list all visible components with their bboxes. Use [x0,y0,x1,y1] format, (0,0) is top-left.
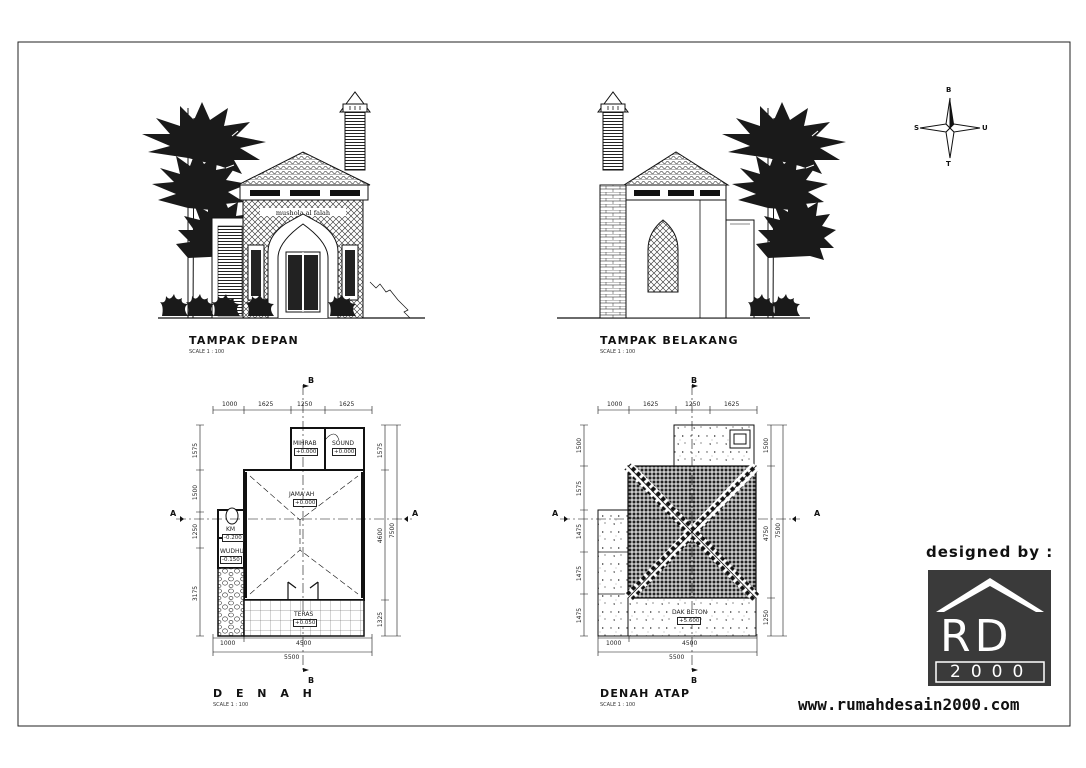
plan-dim-top: 1625 [339,401,355,408]
roof-dim-right-total: 7500 [775,522,783,539]
room-label: MIHRAB [293,440,317,447]
floor-plan [176,384,412,672]
plan-dim-right: 1575 [377,442,385,459]
floor-plan-scale: SCALE 1 : 100 [213,702,249,708]
roof-dim-left: 1475 [576,523,584,540]
logo-year: 2000 [950,662,1034,682]
plan-dim-right: 1325 [377,611,385,628]
roof-dim-total: 5500 [669,654,685,661]
roof-dim-right: 4750 [763,525,771,542]
plan-dim-bottom: 1000 [220,640,236,647]
plan-dim-left: 3175 [192,585,200,602]
back-elevation-title: TAMPAK BELAKANG [600,334,739,347]
plan-section-b-top: B [308,376,315,385]
room-elevation: -0.200 [222,534,244,542]
roof-dim-left: 1475 [576,607,584,624]
roof-label: DAK BETON [672,609,708,616]
front-elevation: mushola al falah [139,91,425,319]
plan-dim-top: 1250 [297,401,313,408]
room-label: JAMA'AH [289,491,315,498]
compass-north-label: B [946,86,952,94]
roof-dim-left: 1500 [576,437,584,454]
room-label: TERAS [294,611,314,618]
plan-dim-top: 1625 [258,401,274,408]
compass-south-label: T [946,160,951,168]
roof-plan-scale: SCALE 1 : 100 [600,702,636,708]
plan-dim-left: 1250 [192,523,200,540]
roof-dim-top: 1000 [607,401,623,408]
room-elevation: +0.050 [293,619,318,627]
designed-by-label: designed by : [926,543,1054,561]
roof-section-a-left: A [552,509,559,518]
room-label: WUDHU [220,548,244,555]
room-elevation: +0.000 [294,448,319,456]
room-elevation: +0.000 [293,499,318,507]
roof-dim-top: 1250 [685,401,701,408]
website-url[interactable]: www.rumahdesain2000.com [798,695,1020,714]
front-elevation-scale: SCALE 1 : 100 [189,349,225,355]
logo-letters: RD [940,611,1013,662]
back-elevation-scale: SCALE 1 : 100 [600,349,636,355]
roof-plan [560,384,800,672]
roof-section-b-bottom: B [691,676,698,685]
roof-dim-bottom: 1000 [606,640,622,647]
floor-plan-title: D E N A H [213,687,317,700]
compass-west-label: S [914,124,920,132]
roof-dim-left: 1475 [576,565,584,582]
plan-dim-right-total: 7500 [389,522,397,539]
plan-dim-left: 1575 [192,442,200,459]
room-label: KM [226,526,236,533]
roof-plan-title: DENAH ATAP [600,687,691,700]
back-elevation [557,91,847,319]
roof-elevation: +5.600 [677,617,702,625]
facade-lettering: mushola al falah [276,209,330,217]
plan-dim-left: 1500 [192,484,200,501]
room-elevation: +0.000 [332,448,357,456]
plan-section-b-bottom: B [308,676,315,685]
rd2000-logo [928,570,1051,686]
compass-east-label: U [982,124,988,132]
plan-dim-bottom: 4500 [296,640,312,647]
roof-section-b-top: B [691,376,698,385]
front-elevation-title: TAMPAK DEPAN [189,334,299,347]
roof-dim-right: 1250 [763,609,771,626]
roof-dim-bottom: 4500 [682,640,698,647]
room-elevation: -0.150 [220,556,242,564]
plan-dim-top: 1000 [222,401,238,408]
roof-dim-top: 1625 [643,401,659,408]
roof-dim-left: 1575 [576,480,584,497]
plan-section-a-right: A [412,509,419,518]
roof-dim-right: 1500 [763,437,771,454]
plan-dim-total: 5500 [284,654,300,661]
sheet-border [17,41,1071,727]
plan-dim-right: 4600 [377,527,385,544]
roof-section-a-right: A [814,509,821,518]
compass-rose [919,97,981,159]
roof-dim-top: 1625 [724,401,740,408]
plan-section-a-left: A [170,509,177,518]
room-label: SOUND [332,440,355,447]
